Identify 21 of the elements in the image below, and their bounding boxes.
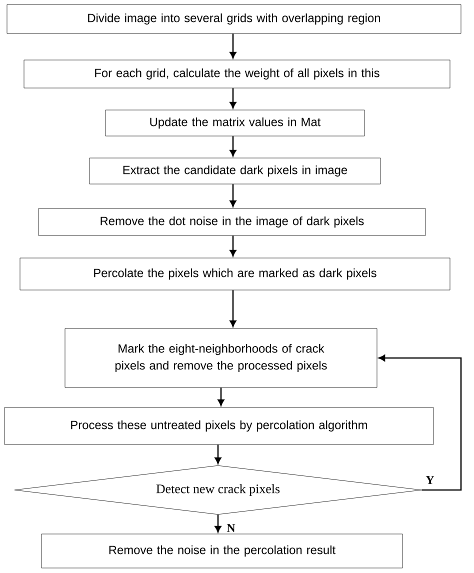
edge-label: Y — [424, 475, 436, 485]
arrow — [230, 34, 236, 58]
arrow — [214, 514, 222, 532]
arrow — [230, 236, 236, 256]
process-box: Remove the noise in the percolation result — [41, 534, 403, 568]
process-box: Update the matrix values in Mat — [105, 110, 365, 136]
process-box: Percolate the pixels which are marked as dark pixels — [20, 258, 450, 290]
process-box: Extract the candidate dark pixels in image — [89, 158, 381, 184]
edge-label: N — [226, 523, 236, 533]
arrow — [378, 354, 462, 491]
arrow — [230, 184, 236, 207]
process-box: Remove the dot noise in the image of dark pixels — [38, 208, 426, 236]
process-box: Mark the eight-neighborhoods of crack pixels and remove the processed pixels — [64, 328, 378, 388]
process-box: Divide image into several grids with overlapping region — [6, 4, 462, 34]
arrow — [230, 136, 236, 156]
arrow — [230, 88, 236, 108]
process-box: Process these untreated pixels by percolation algorithm — [4, 407, 434, 445]
arrow — [214, 444, 222, 464]
arrow — [218, 388, 224, 406]
process-box: For each grid, calculate the weight of all pixels in this — [24, 60, 450, 88]
arrow — [230, 290, 236, 327]
